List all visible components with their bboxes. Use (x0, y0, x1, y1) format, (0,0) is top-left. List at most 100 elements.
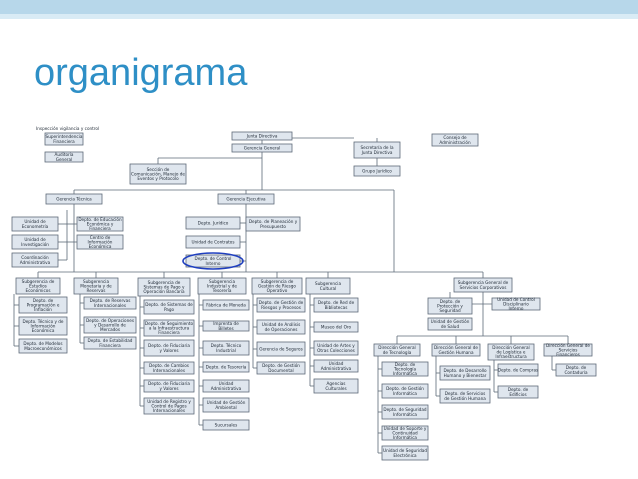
org-box-rect (185, 254, 241, 268)
org-box-rect (202, 320, 250, 332)
org-box-rect (231, 131, 293, 141)
org-box-rect (15, 277, 61, 295)
org-box-rect (11, 252, 59, 268)
org-box-rect (143, 397, 195, 415)
org-box-rect (44, 151, 84, 163)
org-box-rect (491, 297, 541, 311)
org-box-label: Fábrica de Moneda (206, 303, 246, 308)
org-box-rect (453, 277, 513, 293)
org-box-rect (497, 385, 539, 399)
org-box-rect (313, 340, 359, 356)
org-box-rect (373, 343, 421, 357)
org-box-rect (18, 338, 68, 354)
org-box-label: Gerencia General (244, 146, 281, 151)
org-box-rect (143, 319, 195, 337)
org-box-museo: Museo del Oro (313, 321, 359, 333)
org-box-label: Gerencia Ejecutiva (226, 197, 266, 202)
org-box-rect (256, 361, 306, 375)
org-box-rect (381, 361, 429, 377)
org-box-compras: Depto. de Compras (497, 363, 539, 377)
org-box-rect (353, 141, 401, 159)
org-box-rect (251, 277, 303, 295)
org-box-label: Grupo Jurídico (362, 169, 392, 174)
org-box-rect (555, 363, 597, 377)
org-box-sucurs: Sucursales (202, 419, 250, 431)
org-box-rect (143, 361, 195, 375)
org-box-grupo: Grupo Jurídico (353, 165, 401, 177)
org-box-rect (427, 317, 473, 331)
org-box-rect (18, 296, 68, 314)
org-box-rect (245, 216, 301, 232)
org-box-tecnica: Gerencia Técnica (45, 193, 103, 205)
org-box-fabrica: Fábrica de Moneda (202, 299, 250, 311)
org-box-label: Gerencia Técnica (56, 197, 92, 202)
org-box-rect (497, 363, 539, 377)
org-box-rect (76, 234, 124, 250)
org-box-rect (202, 340, 250, 356)
org-box-label: Unidad de Contratos (191, 240, 234, 245)
org-box-rect (427, 297, 473, 315)
org-box-rect (76, 216, 124, 232)
org-box-contrat: Unidad de Contratos (185, 235, 241, 249)
org-box-junta: Junta Directiva (231, 131, 293, 141)
org-box-label: Depto. de Compras (498, 368, 539, 373)
org-box-rect (202, 299, 250, 311)
org-box-rect (73, 277, 119, 295)
org-box-rect (44, 132, 84, 146)
